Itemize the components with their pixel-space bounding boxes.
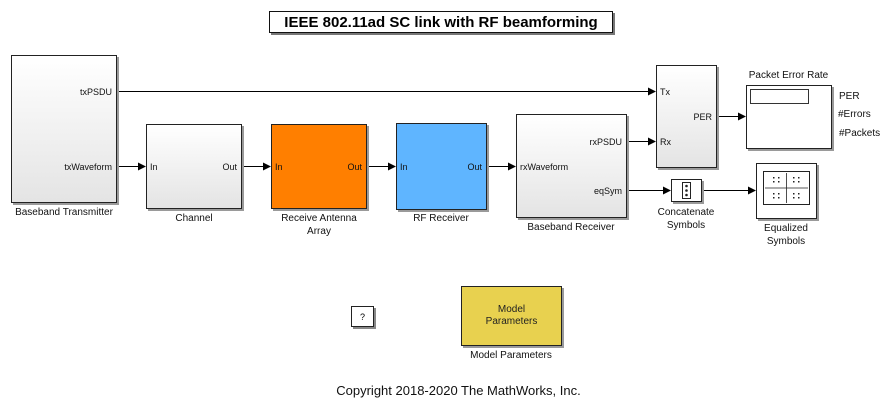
signal-label-per: PER [839, 91, 860, 102]
port-per-tx: Tx [660, 87, 670, 97]
port-antenna-in: In [275, 162, 283, 172]
rf-receiver-label: RF Receiver [413, 213, 469, 224]
port-txpsdu: txPSDU [79, 87, 112, 97]
baseband-transmitter-block[interactable]: txPSDU txWaveform [11, 55, 117, 203]
model-parameters-label: Model Parameters [470, 350, 552, 361]
concatenate-symbols-block[interactable] [671, 179, 702, 202]
port-rxwaveform: rxWaveform [520, 162, 569, 172]
concatenate-icon [682, 182, 691, 199]
port-txwaveform: txWaveform [64, 162, 112, 172]
port-channel-in: In [150, 162, 158, 172]
concatenate-label-line1: Concatenate [657, 207, 715, 218]
concatenate-label-line2: Symbols [666, 220, 706, 231]
channel-label: Channel [175, 213, 213, 224]
packet-error-rate-display[interactable] [746, 85, 832, 149]
baseband-receiver-block[interactable]: rxWaveform rxPSDU eqSym [516, 114, 627, 218]
signal-label-packets: #Packets [839, 128, 881, 139]
model-parameters-text-line2: Parameters [485, 316, 538, 327]
packet-error-rate-label: Packet Error Rate [748, 70, 829, 81]
baseband-transmitter-label: Baseband Transmitter [15, 207, 113, 218]
rf-receiver-block[interactable]: In Out [396, 123, 487, 210]
equalized-symbols-scope-block[interactable] [756, 163, 817, 219]
model-parameters-text-line1: Model [497, 304, 526, 315]
port-channel-out: Out [222, 162, 237, 172]
port-eqsym: eqSym [593, 186, 622, 196]
equalized-label-line2: Symbols [766, 236, 806, 247]
port-antenna-out: Out [347, 162, 362, 172]
model-parameters-block[interactable]: Model Parameters [461, 286, 562, 346]
per-calculator-block[interactable]: Tx Rx PER [656, 65, 717, 168]
equalized-label-line1: Equalized [764, 223, 808, 234]
receive-antenna-array-block[interactable]: In Out [271, 124, 367, 209]
receive-antenna-label-line2: Array [307, 226, 331, 237]
model-parameters-block-text: Model Parameters [462, 304, 561, 328]
port-rf-out: Out [467, 162, 482, 172]
concatenate-symbols-label: Concatenate Symbols [641, 206, 731, 232]
copyright-text: Copyright 2018-2020 The MathWorks, Inc. [336, 383, 581, 398]
receive-antenna-label-line1: Receive Antenna [281, 213, 357, 224]
port-rxpsdu: rxPSDU [589, 137, 622, 147]
constellation-icon [763, 171, 810, 205]
equalized-symbols-label: Equalized Symbols [741, 222, 831, 248]
receive-antenna-array-label: Receive Antenna Array [259, 212, 379, 238]
port-per-rx: Rx [660, 137, 671, 147]
baseband-receiver-label: Baseband Receiver [527, 222, 615, 233]
help-button[interactable]: ? [351, 306, 374, 327]
display-value-field [750, 89, 809, 104]
diagram-title: IEEE 802.11ad SC link with RF beamformin… [269, 11, 613, 33]
port-rf-in: In [400, 162, 408, 172]
port-per-out: PER [693, 112, 712, 122]
channel-block[interactable]: In Out [146, 124, 242, 209]
signal-label-errors: #Errors [838, 109, 871, 120]
